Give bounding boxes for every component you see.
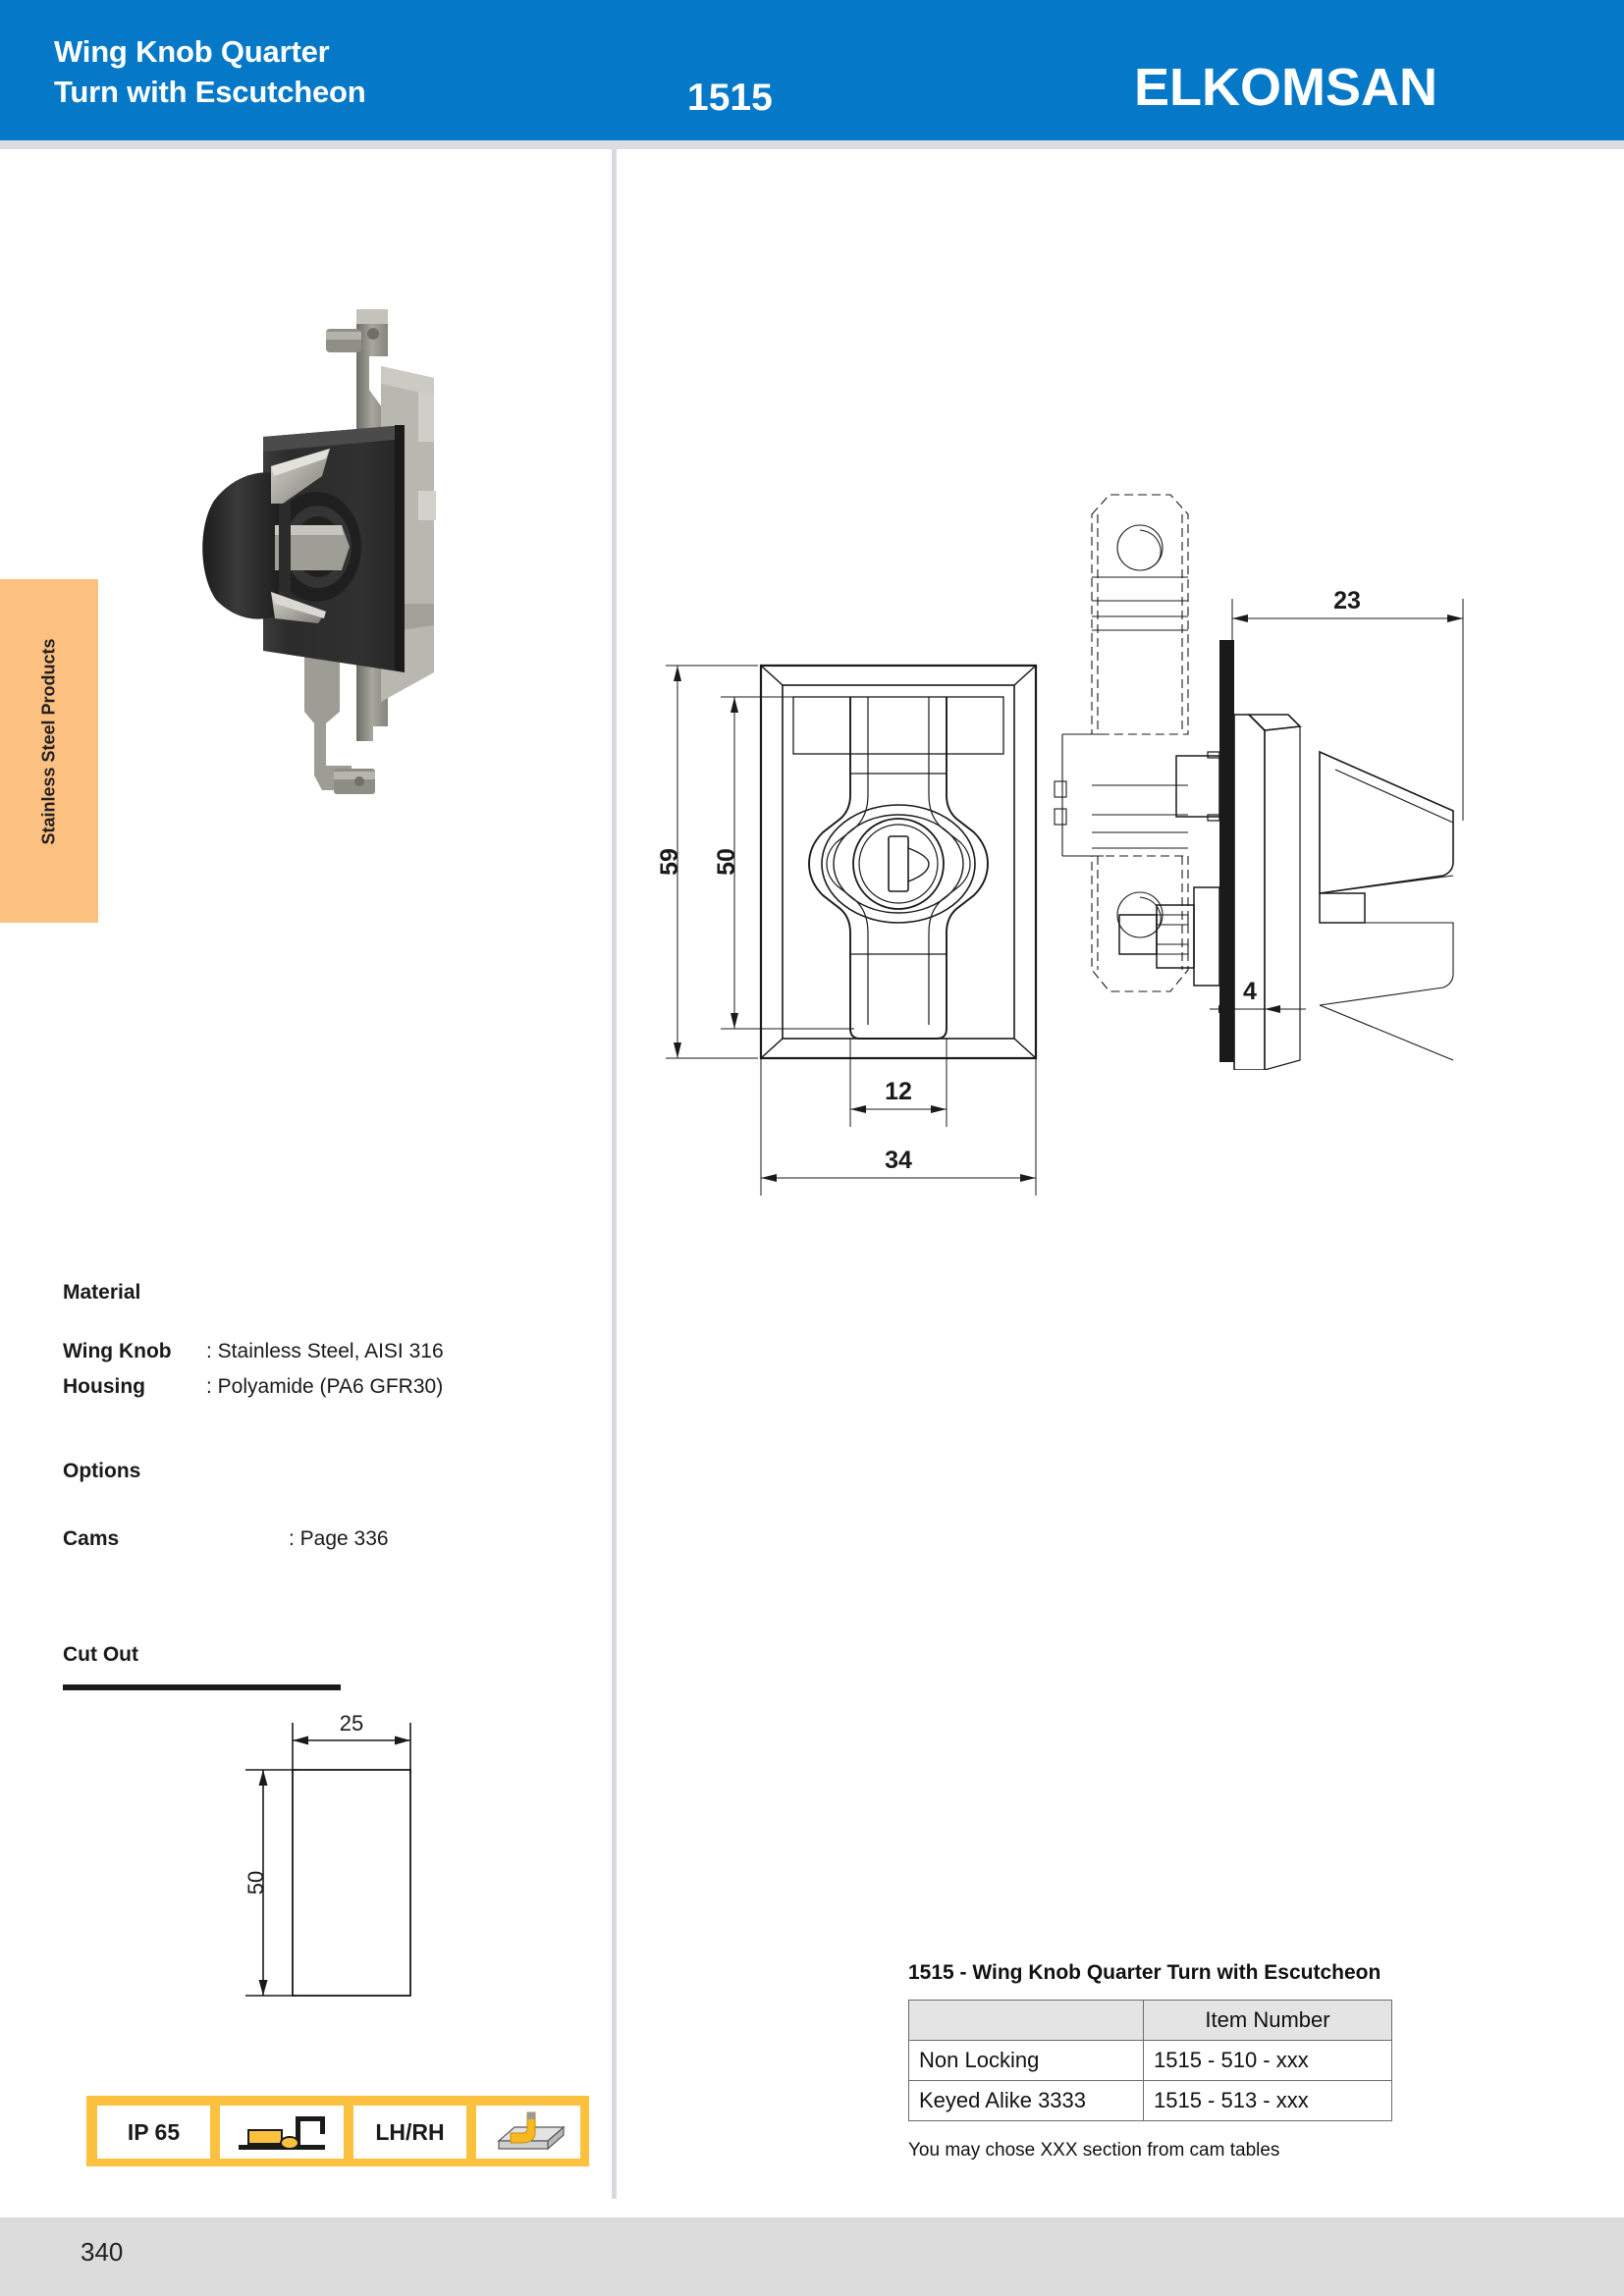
material-row: Housing : Polyamide (PA6 GFR30) [63,1375,573,1411]
table-row: Keyed Alike 3333 1515 - 513 - xxx [908,2080,1392,2121]
front-view-drawing: 59 50 12 34 [648,628,1080,1242]
product-photo [177,280,491,869]
order-table-header-row: Item Number [908,2000,1392,2041]
material-row-label: Wing Knob [63,1340,172,1362]
side-view-cam-upper [1091,494,1189,735]
order-variant-cell: Keyed Alike 3333 [908,2080,1144,2121]
side-view-cam-lower [1091,855,1189,992]
header-title-line2: Turn with Escutcheon [54,74,366,109]
header-title-line1: Wing Knob Quarter [54,34,330,69]
side-view-reference-outline [1054,733,1104,857]
order-table-header-item-number: Item Number [1143,2000,1392,2041]
column-divider [612,149,617,2199]
material-row: Wing Knob : Stainless Steel, AISI 316 [63,1340,573,1375]
material-row-label: Housing [63,1375,145,1398]
category-side-tab-label: Stainless Steel Products [38,638,59,845]
photo-wing-knob [202,449,350,623]
header-product-code: 1515 [687,77,773,119]
ip-rating-label: IP 65 [127,2118,181,2145]
feature-icon-bar: IP 65 LH/RH [86,2096,589,2166]
material-heading: Material [63,1281,141,1304]
header-underline [0,140,1624,149]
category-side-tab: Stainless Steel Products [0,579,98,923]
header-brand-logo: ELKOMSAN [1134,58,1437,117]
photo-lower-leg [304,641,375,794]
header-title: Wing Knob Quarter Turn with Escutcheon [54,32,604,113]
front-height-inner-dim-label: 50 [713,848,740,876]
side-depth-dim-label: 23 [1333,587,1361,614]
handing-label: LH/RH [375,2118,445,2145]
options-row: Cams : Page 336 [63,1527,573,1563]
page-footer: 340 [0,2217,1624,2296]
side-view-panel [1219,640,1234,1062]
options-row-label: Cams [63,1527,120,1550]
material-row-value: : Polyamide (PA6 GFR30) [206,1375,444,1398]
ip-rating-icon: IP 65 [96,2105,211,2160]
page-header: Wing Knob Quarter Turn with Escutcheon 1… [0,0,1624,140]
cutout-height-dim-label: 50 [244,1871,268,1895]
material-row-value: : Stainless Steel, AISI 316 [206,1340,444,1362]
side-view-drawing: 23 4 [1041,471,1502,1075]
material-rows: Wing Knob : Stainless Steel, AISI 316 Ho… [63,1340,573,1411]
order-item-number-cell: 1515 - 513 - xxx [1143,2080,1392,2121]
handing-icon: LH/RH [352,2105,467,2160]
options-heading: Options [63,1460,141,1482]
cutout-drawing: 25 50 [236,1693,550,2071]
order-table-title: 1515 - Wing Knob Quarter Turn with Escut… [908,1961,1381,1984]
cutout-heading: Cut Out [63,1643,138,1666]
side-panel-dim-label: 4 [1243,978,1257,1005]
front-width-dim-label: 34 [885,1147,912,1174]
cam-adjust-icon [475,2105,581,2160]
cutout-width-dim-label: 25 [340,1711,363,1735]
table-row: Non Locking 1515 - 510 - xxx [908,2040,1392,2081]
order-item-number-cell: 1515 - 510 - xxx [1143,2040,1392,2081]
order-table-header-blank [908,2000,1144,2041]
options-row-value: : Page 336 [289,1527,389,1550]
page-number: 340 [81,2237,124,2267]
order-table-note: You may chose XXX section from cam table… [908,2140,1280,2161]
side-view-escutcheon-front [1233,714,1302,1071]
cutout-heading-rule [63,1684,341,1690]
front-knob-width-dim-label: 12 [885,1078,912,1105]
order-variant-cell: Non Locking [908,2040,1144,2081]
panel-thickness-icon [219,2105,345,2160]
front-height-outer-dim-label: 59 [656,848,683,876]
side-view-cam-upper-solid [1092,524,1188,631]
side-view-wing-knob [1319,750,1454,1061]
order-table: Item Number Non Locking 1515 - 510 - xxx… [908,2000,1392,2121]
side-view-housing-rear [1118,751,1234,987]
